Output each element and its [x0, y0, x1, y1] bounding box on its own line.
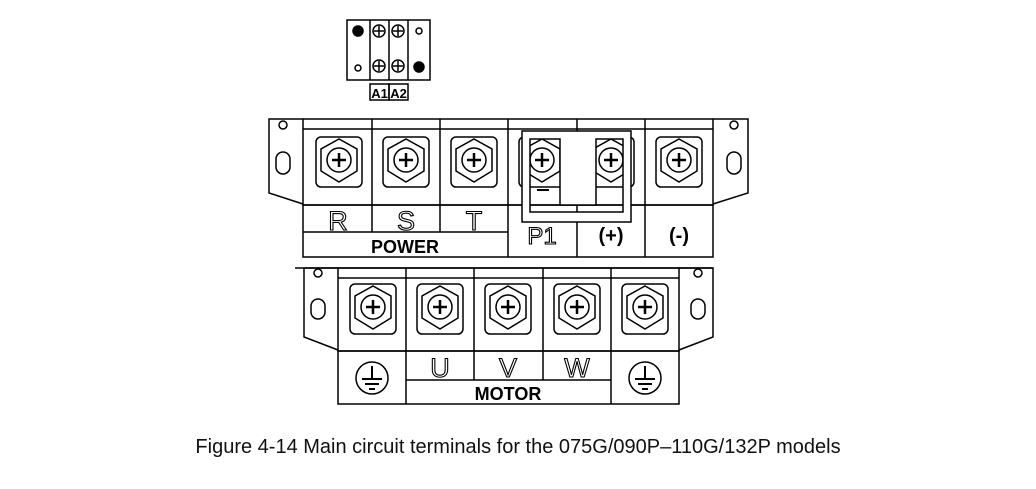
control-label-a2: A2: [390, 86, 407, 101]
figure-caption: Figure 4-14 Main circuit terminals for t…: [195, 436, 841, 458]
power-screw-r: [315, 136, 363, 188]
power-label-p1: P1: [527, 223, 556, 250]
motor-screw-3: [484, 283, 532, 335]
power-screw-minus: [655, 136, 703, 188]
motor-screw-2: [416, 283, 464, 335]
motor-title: MOTOR: [475, 384, 542, 404]
motor-label-v: V: [499, 353, 517, 383]
ground-icon: [355, 361, 389, 395]
jumper-bar: [521, 130, 632, 223]
power-label-t: T: [466, 206, 483, 236]
motor-screw-4: [553, 283, 601, 335]
terminal-diagram: A1 A2: [268, 19, 749, 405]
power-title: POWER: [371, 237, 439, 257]
power-label-minus: (-): [669, 225, 689, 247]
motor-screw-5: [621, 283, 669, 335]
motor-terminal-block: [295, 267, 714, 405]
motor-screw-1: [349, 283, 397, 335]
motor-label-u: U: [430, 353, 450, 383]
control-label-a1: A1: [371, 86, 388, 101]
ground-icon: [628, 361, 662, 395]
power-label-s: S: [397, 206, 415, 236]
power-label-plus: (+): [599, 225, 624, 247]
power-terminal-block: [268, 118, 749, 258]
power-screw-s: [382, 136, 430, 188]
power-label-r: R: [328, 206, 348, 236]
motor-label-w: W: [564, 353, 590, 383]
control-terminal-block: [346, 19, 431, 101]
power-screw-t: [450, 136, 498, 188]
